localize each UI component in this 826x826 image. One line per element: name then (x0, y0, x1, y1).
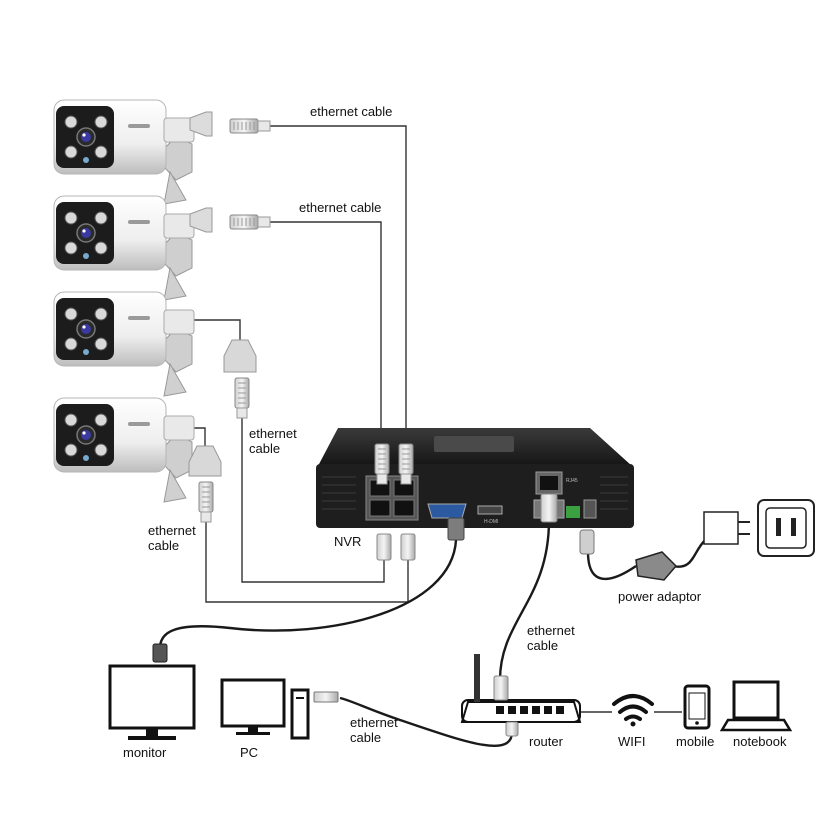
cables (158, 125, 721, 747)
cable-router-pc (339, 696, 514, 747)
camera-1 (53, 99, 195, 205)
cable-nvr-router (498, 519, 551, 681)
cable-camera-1 (268, 125, 407, 446)
camera-3-connector (223, 339, 257, 419)
nvr-device: H-DMI RJ45 (316, 428, 634, 528)
router-icon (460, 654, 582, 737)
camera-2 (53, 195, 195, 301)
notebook-icon (719, 680, 793, 732)
label-ethernet-cable-5-line2: cable (527, 638, 558, 653)
label-ethernet-cable-5-line1: ethernet (527, 623, 575, 638)
label-nvr: NVR (334, 534, 361, 549)
camera-2-connector (189, 207, 271, 233)
label-router: router (529, 734, 564, 749)
camera-4 (53, 397, 195, 503)
nvr-hdmi-port (477, 505, 503, 515)
power-adaptor (635, 511, 750, 581)
label-pc: PC (240, 745, 258, 760)
label-ethernet-cable-2: ethernet cable (299, 200, 381, 215)
nvr-plugs (374, 443, 595, 561)
nvr-hdmi-label: H-DMI (484, 519, 498, 525)
nvr-power-terminal (566, 506, 580, 518)
label-ethernet-cable-3-line2: cable (249, 441, 280, 456)
camera-1-connector (189, 111, 271, 137)
label-power-adaptor: power adaptor (618, 589, 702, 604)
cable-camera-3 (241, 416, 385, 583)
label-ethernet-cable-3-line1: ethernet (249, 426, 297, 441)
label-ethernet-cable-4-line2: cable (148, 538, 179, 553)
wall-socket-icon (757, 499, 815, 557)
label-ethernet-cable-1: ethernet cable (310, 104, 392, 119)
label-monitor: monitor (123, 745, 167, 760)
monitor-icon (108, 643, 196, 740)
camera-3 (53, 291, 195, 397)
cable-power (586, 551, 637, 581)
nvr-vga-port (427, 503, 467, 519)
label-wifi: WIFI (618, 734, 645, 749)
labels: ethernet cable ethernet cable ethernet c… (123, 104, 787, 760)
label-ethernet-cable-6-line1: ethernet (350, 715, 398, 730)
wifi-icon (612, 694, 654, 727)
cable-camera-2 (268, 221, 382, 446)
cable-vga-monitor (158, 539, 458, 649)
pc-icon (220, 678, 339, 740)
label-mobile: mobile (676, 734, 714, 749)
label-ethernet-cable-4-line1: ethernet (148, 523, 196, 538)
camera-4-connector (188, 445, 222, 523)
label-notebook: notebook (733, 734, 787, 749)
cable-camera-4 (205, 522, 409, 603)
nvr-rj45-label: RJ45 (566, 478, 578, 484)
mobile-icon (683, 684, 711, 730)
label-ethernet-cable-6-line2: cable (350, 730, 381, 745)
